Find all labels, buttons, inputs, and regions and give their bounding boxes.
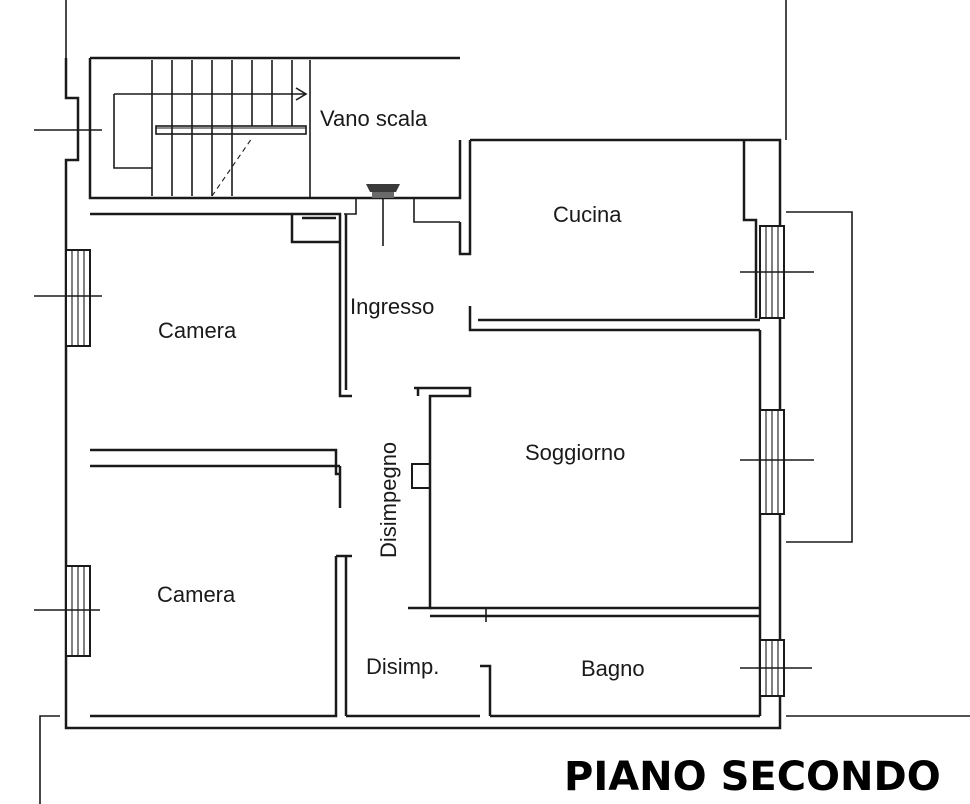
- room-label-hallway-small: Disimp.: [366, 654, 439, 679]
- context-lines: [39, 0, 970, 804]
- room-label-living: Soggiorno: [525, 440, 625, 465]
- kitchen-walls: [458, 140, 760, 332]
- room-label-bathroom: Bagno: [581, 656, 645, 681]
- window-right-2: [740, 409, 814, 515]
- room-label-kitchen: Cucina: [553, 202, 622, 227]
- balcony-outline: [786, 211, 853, 543]
- windows: [34, 129, 814, 697]
- room-label-bedroom-upper: Camera: [158, 318, 237, 343]
- window-left-2: [34, 565, 100, 657]
- entrance-door: [344, 184, 460, 246]
- room-label-hallway: Disimpegno: [376, 442, 401, 558]
- bedroom-upper-walls: [90, 214, 342, 508]
- room-label-bedroom-lower: Camera: [157, 582, 236, 607]
- stairwell: [113, 60, 311, 198]
- room-label-entrance: Ingresso: [350, 294, 434, 319]
- window-left-1: [34, 249, 102, 347]
- window-right-1: [740, 225, 814, 319]
- corridor-walls: [344, 214, 760, 718]
- room-labels: Vano scala Cucina Ingresso Camera Soggio…: [157, 106, 645, 681]
- floor-title: PIANO SECONDO: [564, 754, 941, 800]
- exterior-walls: [64, 56, 782, 730]
- window-right-3: [740, 639, 812, 697]
- room-label-stair: Vano scala: [320, 106, 428, 131]
- living-walls: [408, 330, 762, 716]
